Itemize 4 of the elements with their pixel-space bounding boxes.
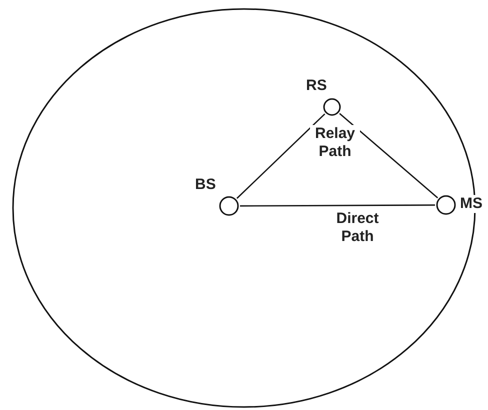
connection-line (339, 113, 438, 198)
connection-line (236, 113, 326, 199)
connection-line (240, 204, 435, 207)
station-label: MS (460, 195, 482, 213)
